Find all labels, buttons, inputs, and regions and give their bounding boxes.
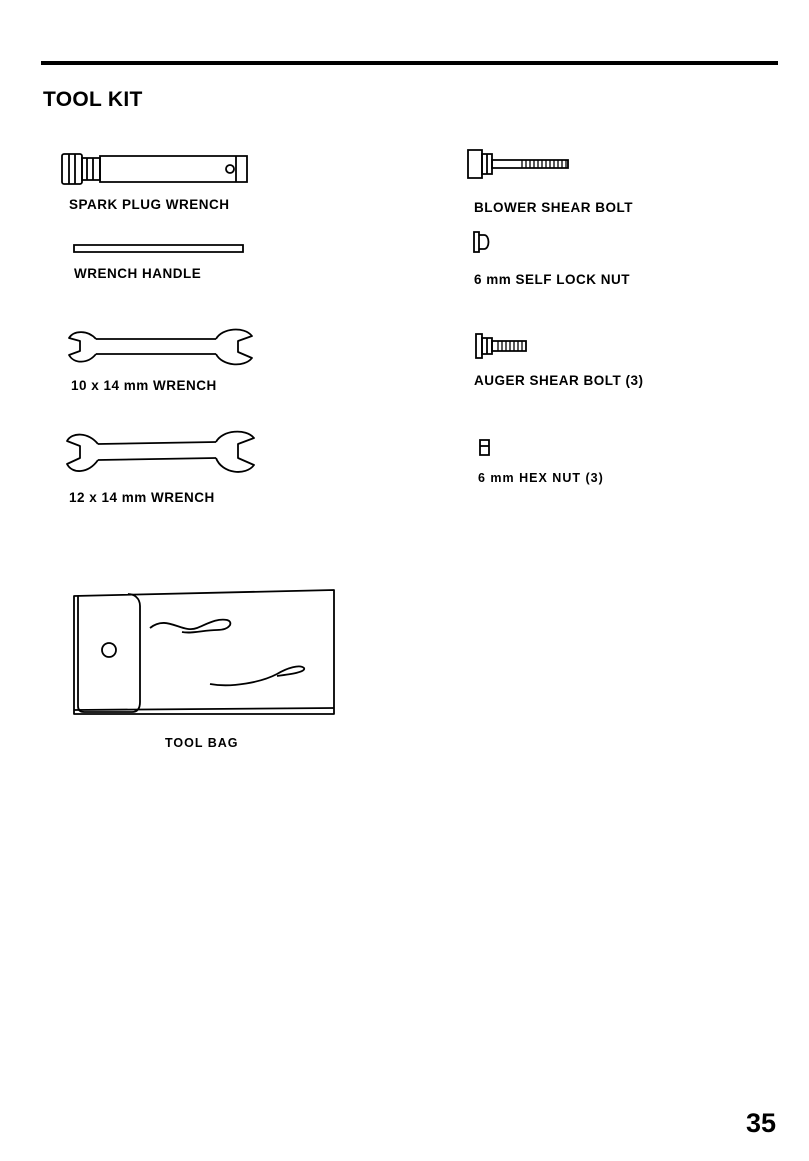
page-number: 35 — [745, 1108, 776, 1138]
hex-nut-illustration — [478, 438, 492, 458]
wrench-10x14-illustration — [66, 326, 256, 370]
blower-shear-bolt-label: BLOWER SHEAR BOLT — [474, 200, 633, 215]
tool-bag-illustration — [72, 588, 338, 720]
auger-shear-bolt-illustration — [474, 332, 530, 360]
blower-shear-bolt-illustration — [466, 146, 572, 182]
page-title: TOOL KIT — [43, 88, 143, 111]
wrench-12x14-label: 12 x 14 mm WRENCH — [69, 490, 215, 505]
top-rule — [41, 61, 778, 65]
self-lock-nut-label: 6 mm SELF LOCK NUT — [474, 272, 631, 287]
spark-plug-wrench-illustration — [60, 150, 250, 190]
self-lock-nut-illustration — [472, 230, 492, 254]
wrench-12x14-illustration — [64, 428, 258, 478]
wrench-handle-illustration — [73, 244, 244, 254]
wrench-handle-label: WRENCH HANDLE — [74, 266, 202, 281]
hex-nut-label: 6 mm HEX NUT (3) — [478, 471, 604, 485]
wrench-10x14-label: 10 x 14 mm WRENCH — [71, 378, 217, 393]
tool-bag-label: TOOL BAG — [165, 736, 239, 750]
auger-shear-bolt-label: AUGER SHEAR BOLT (3) — [474, 373, 644, 388]
spark-plug-wrench-label: SPARK PLUG WRENCH — [69, 197, 230, 212]
